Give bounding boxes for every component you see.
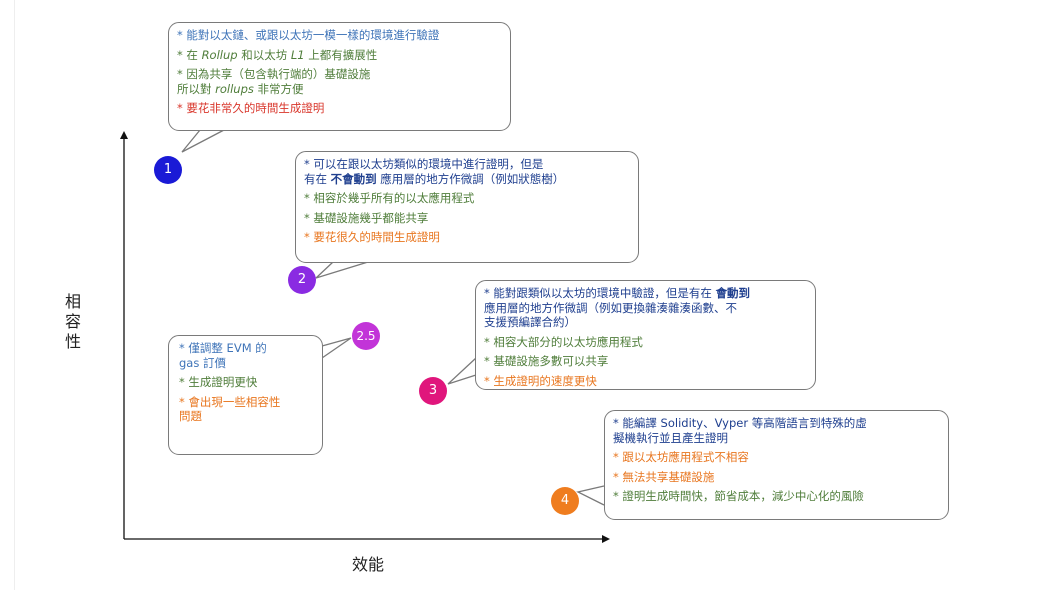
callout-text: * 要花非常久的時間生成證明 xyxy=(177,101,325,115)
callout-line: * 能對跟類似以太坊的環境中驗證，但是有在 會動到 應用層的地方作微調（例如更換… xyxy=(484,286,807,330)
x-axis-label: 效能 xyxy=(352,555,385,574)
callout-text: * 基礎設施多數可以共享 xyxy=(484,354,609,368)
callout-line: * 相容於幾乎所有的以太應用程式 xyxy=(304,191,630,206)
callout-text: * 能編譯 Solidity、Vyper 等高階語言到特殊的虛 擬機執行並且產生… xyxy=(613,416,867,445)
callout-text: * 在 xyxy=(177,47,202,62)
node-2-callout: * 可以在跟以太坊類似的環境中進行證明，但是 有在 不會動到 應用層的地方作微調… xyxy=(295,151,639,263)
node-4-marker: 4 xyxy=(551,487,579,515)
callout-line: * 證明生成時間快，節省成本，減少中心化的風險 xyxy=(613,489,940,504)
callout-text: L1 xyxy=(290,47,305,62)
callout-line: * 生成證明更快 xyxy=(179,375,314,390)
callout-line: * 能對以太鏈、或跟以太坊一模一樣的環境進行驗證 xyxy=(177,28,502,43)
node-1-callout: * 能對以太鏈、或跟以太坊一模一樣的環境進行驗證 * 在 Rollup 和以太坊 … xyxy=(168,22,511,131)
callout-line: * 僅調整 EVM 的 gas 訂價 xyxy=(179,341,314,370)
callout-line: * 會出現一些相容性 問題 xyxy=(179,395,314,424)
pointer-tail-1 xyxy=(181,129,225,153)
callout-text: 應用層的地方作微調（例如更換雜湊雜湊函數、不 支援預編譯合約） xyxy=(484,300,737,330)
callout-text: * 會出現一些相容性 問題 xyxy=(179,394,281,424)
callout-text: 非常方便 xyxy=(253,81,304,96)
node-1-marker: 1 xyxy=(154,156,182,184)
callout-line: * 相容大部分的以太坊應用程式 xyxy=(484,335,807,350)
callout-text: * 跟以太坊應用程式不相容 xyxy=(613,450,749,464)
callout-line: * 在 Rollup 和以太坊 L1 上都有擴展性 xyxy=(177,48,502,63)
y-axis-label: 相容性 xyxy=(64,292,81,351)
callout-text: * 相容大部分的以太坊應用程式 xyxy=(484,334,643,349)
callout-text: * 無法共享基礎設施 xyxy=(613,469,715,484)
callout-line: * 生成證明的速度更快 xyxy=(484,374,807,389)
callout-text: * 相容於幾乎所有的以太應用程式 xyxy=(304,191,475,205)
callout-text: 和以太坊 xyxy=(237,47,291,62)
pointer-tail-2-5 xyxy=(321,337,352,359)
node-3-callout: * 能對跟類似以太坊的環境中驗證，但是有在 會動到 應用層的地方作微調（例如更換… xyxy=(475,280,816,390)
callout-line: * 因為共享（包含執行端的）基礎設施 所以對 rollups 非常方便 xyxy=(177,67,502,96)
callout-line: * 跟以太坊應用程式不相容 xyxy=(613,450,940,465)
callout-text: 不會動到 xyxy=(330,171,377,186)
callout-text: * 生成證明更快 xyxy=(179,375,258,389)
callout-text: * 僅調整 EVM 的 gas 訂價 xyxy=(179,341,267,370)
callout-line: * 能編譯 Solidity、Vyper 等高階語言到特殊的虛 擬機執行並且產生… xyxy=(613,416,940,445)
callout-line: * 要花很久的時間生成證明 xyxy=(304,230,630,245)
node-4-callout: * 能編譯 Solidity、Vyper 等高階語言到特殊的虛 擬機執行並且產生… xyxy=(604,410,949,520)
pointer-tail-4 xyxy=(576,485,605,506)
callout-text: rollups xyxy=(215,81,254,96)
callout-text: * 可以在跟以太坊類似的環境中進行證明，但是 有在 xyxy=(304,157,544,186)
callout-text: Rollup xyxy=(201,47,238,62)
node-2-5-callout: * 僅調整 EVM 的 gas 訂價 * 生成證明更快 * 會出現一些相容性 問題 xyxy=(168,335,323,455)
callout-text: * 基礎設施幾乎都能共享 xyxy=(304,210,429,225)
node-2-marker: 2 xyxy=(288,266,316,294)
callout-line: * 要花非常久的時間生成證明 xyxy=(177,101,502,116)
pointer-tail-3 xyxy=(447,357,477,385)
pointer-tail-2 xyxy=(315,261,369,279)
callout-line: * 基礎設施多數可以共享 xyxy=(484,354,807,369)
callout-text: 上都有擴展性 xyxy=(304,47,378,62)
callout-text: 會動到 xyxy=(715,286,751,300)
callout-text: * 要花很久的時間生成證明 xyxy=(304,230,440,244)
node-2-5-marker: 2.5 xyxy=(352,322,380,350)
callout-text: * 生成證明的速度更快 xyxy=(484,373,597,388)
callout-line: * 無法共享基礎設施 xyxy=(613,470,940,485)
callout-text: * 能對跟類似以太坊的環境中驗證，但是有在 xyxy=(484,286,716,300)
callout-line: * 可以在跟以太坊類似的環境中進行證明，但是 有在 不會動到 應用層的地方作微調… xyxy=(304,157,630,186)
callout-line: * 基礎設施幾乎都能共享 xyxy=(304,211,630,226)
callout-text: 應用層的地方作微調（例如狀態樹） xyxy=(376,171,565,186)
callout-text: * 證明生成時間快，節省成本，減少中心化的風險 xyxy=(613,489,864,503)
page-left-border xyxy=(14,0,15,590)
node-3-marker: 3 xyxy=(419,377,447,405)
callout-text: * 因為共享（包含執行端的）基礎設施 所以對 xyxy=(177,67,371,96)
callout-text: * 能對以太鏈、或跟以太坊一模一樣的環境進行驗證 xyxy=(177,28,440,42)
